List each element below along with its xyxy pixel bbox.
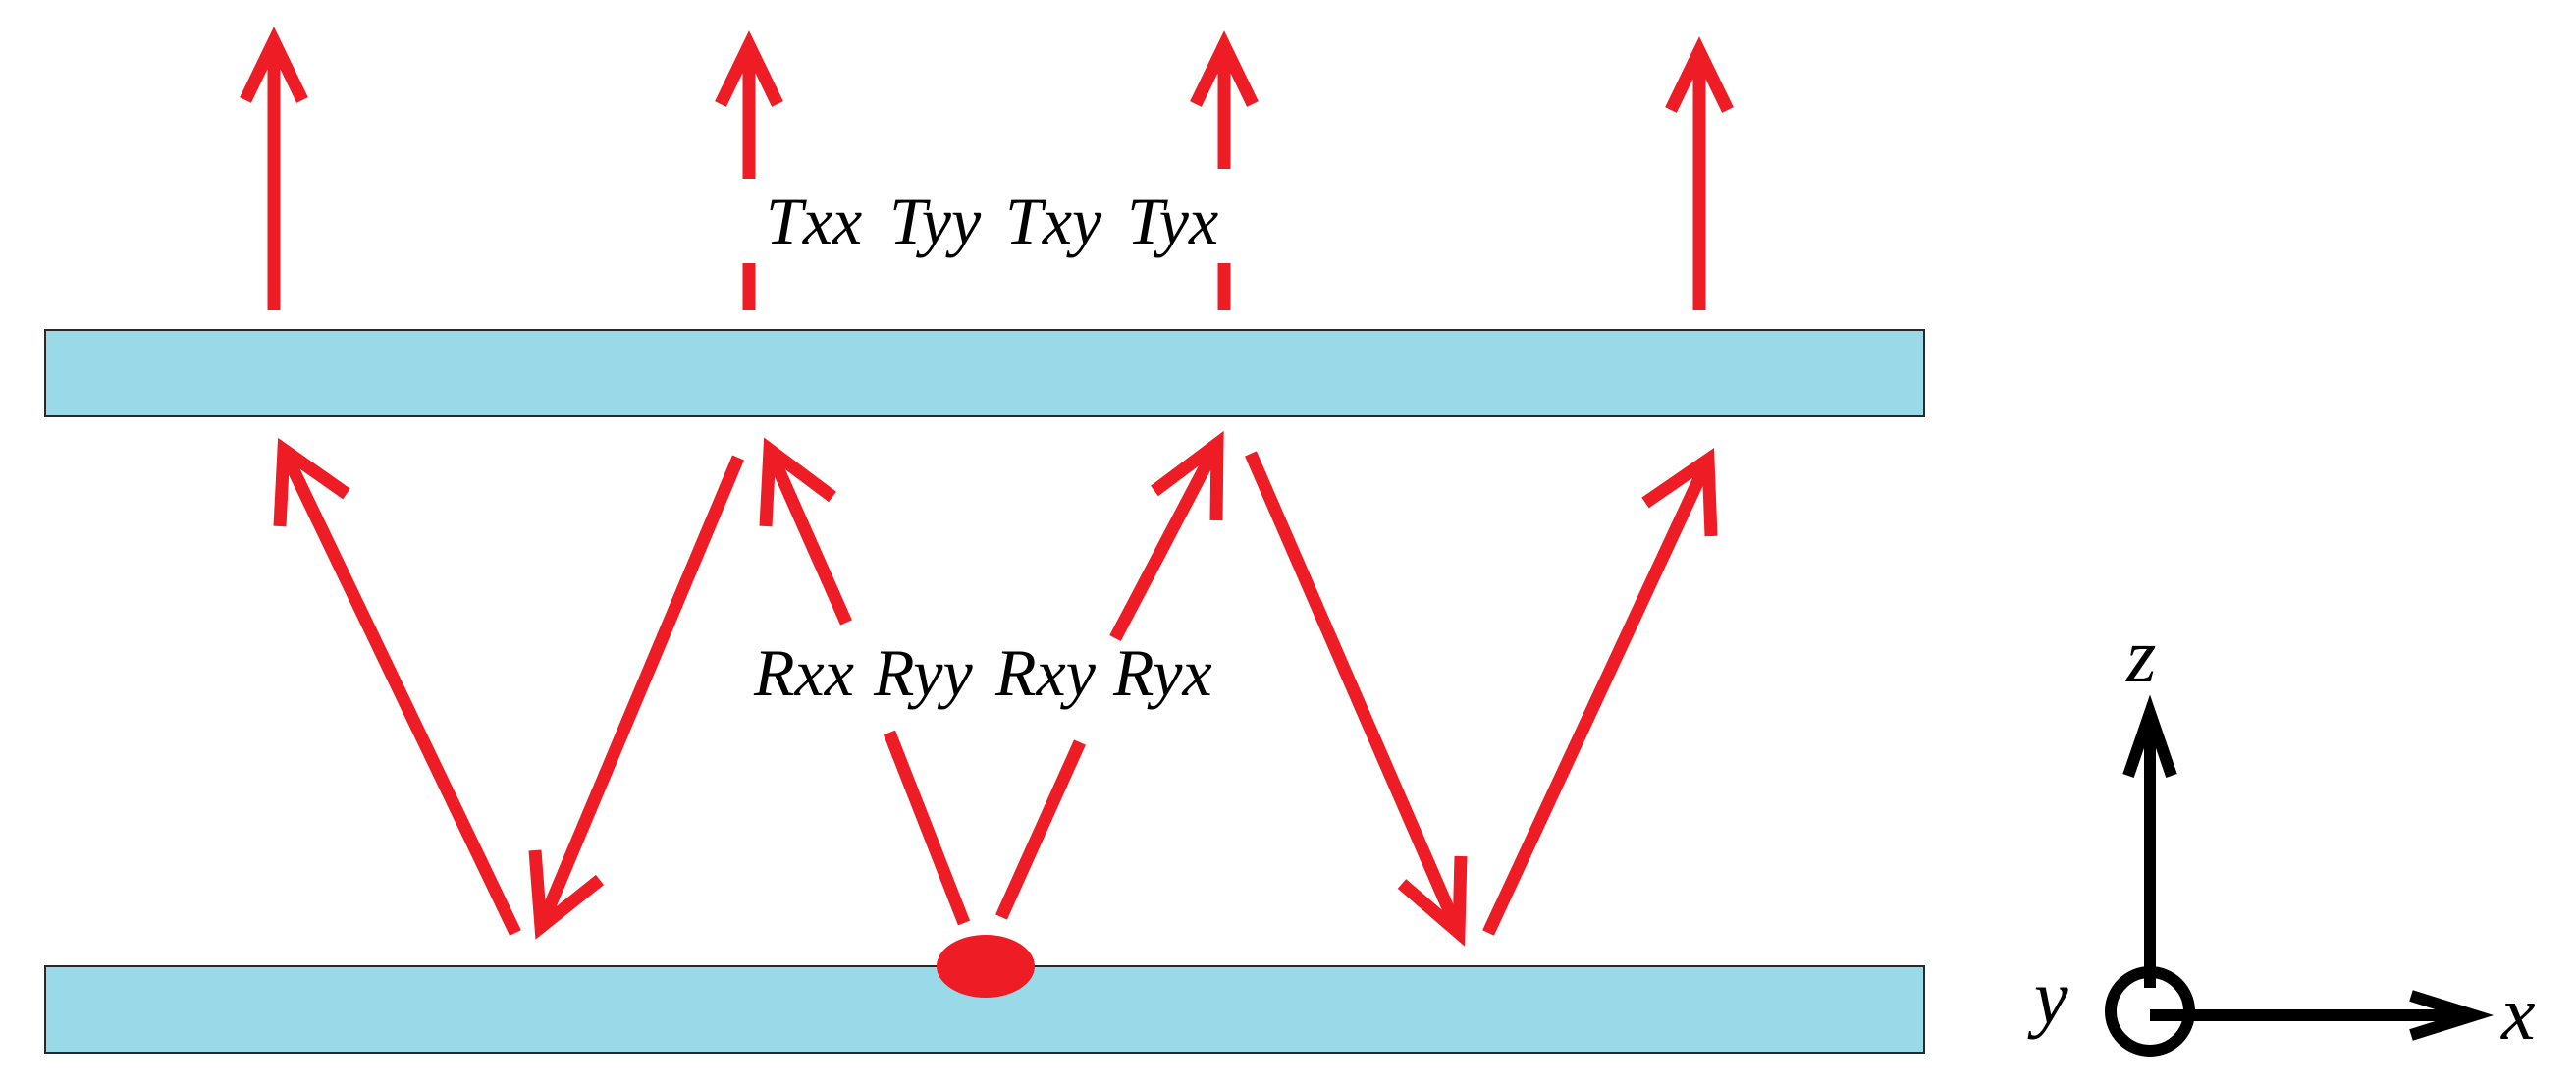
reflected-rays [273, 430, 1718, 947]
label-rxx: Rxx [753, 635, 854, 710]
label-tyx: Tyx [1127, 184, 1218, 258]
transmitted-ray-3 [1190, 30, 1259, 310]
transmitted-ray-2 [715, 30, 783, 310]
label-txy: Txy [1005, 184, 1102, 258]
top-slab [44, 329, 1925, 417]
reflection-labels: Rxx Ryy Rxy Ryx [753, 635, 1212, 710]
axis-label-x: x [2500, 970, 2536, 1056]
z-axis [2122, 694, 2177, 988]
transmitted-ray-1 [240, 27, 308, 310]
transmitted-ray-4 [1665, 36, 1734, 310]
transmission-labels: Txx Tyy Txy Tyx [766, 184, 1218, 258]
y-axis-circle [2105, 966, 2195, 1057]
axis-label-z: z [2125, 613, 2156, 698]
label-ryx: Ryx [1112, 635, 1212, 710]
transmitted-rays [240, 27, 1734, 310]
label-rxy: Rxy [994, 635, 1097, 710]
reflected-ray-3 [759, 437, 971, 926]
source-dot [937, 935, 1035, 998]
label-ryy: Ryy [873, 635, 973, 710]
reflected-ray-1 [273, 437, 521, 936]
x-axis [2150, 990, 2495, 1041]
reflected-ray-6 [1482, 447, 1718, 936]
reflected-ray-4 [995, 430, 1224, 920]
label-txx: Txx [766, 184, 862, 258]
coordinate-axes: z x y [2027, 613, 2536, 1057]
axis-label-y: y [2027, 954, 2068, 1040]
reflected-ray-5 [1245, 451, 1468, 947]
label-tyy: Tyy [889, 184, 982, 258]
reflected-ray-2 [528, 455, 744, 940]
